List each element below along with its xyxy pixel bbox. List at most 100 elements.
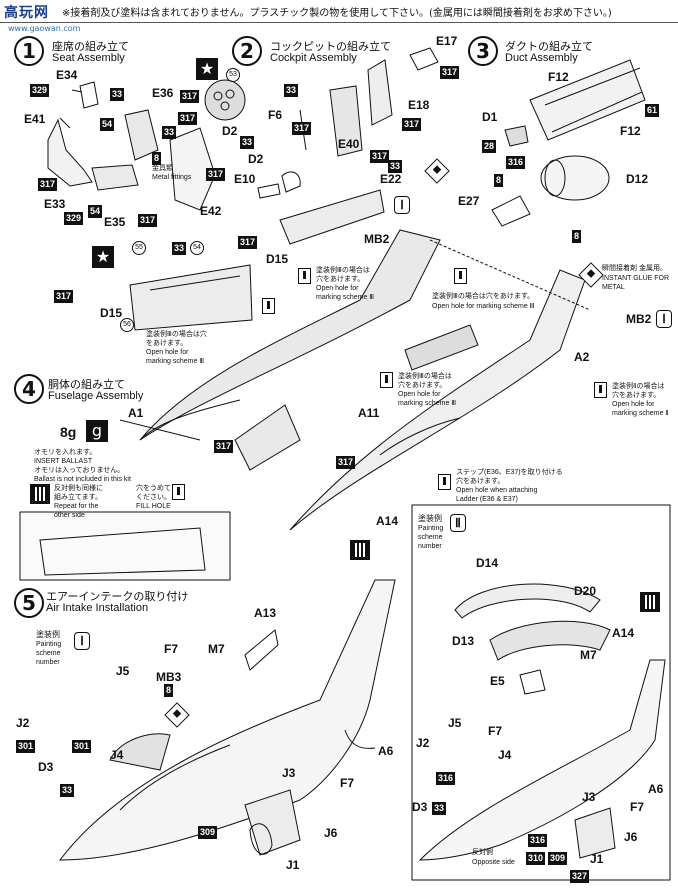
part-label: J2 <box>16 716 30 730</box>
ballast-en2: Ballast is not included in this kit <box>34 476 131 483</box>
color-code: 301 <box>16 740 36 753</box>
color-code: 316 <box>506 156 526 169</box>
aircraft-left <box>58 579 396 861</box>
part-label: J4 <box>110 748 124 762</box>
step-3-title-en: Duct Assembly <box>505 52 578 64</box>
color-code: 33 <box>284 84 299 97</box>
part-label: MB3 <box>156 670 182 684</box>
opposite-en: Opposite side <box>472 859 515 866</box>
step-1-title-en: Seat Assembly <box>52 52 125 64</box>
part-label: F7 <box>340 776 355 790</box>
opposite-jp: 反対側 <box>472 849 493 856</box>
fill-jp: 穴をうめて <box>136 485 171 492</box>
part-label: MB2 <box>626 312 652 326</box>
color-code: 317 <box>206 168 226 181</box>
part-label: D2 <box>222 124 238 138</box>
part-label: D13 <box>452 634 475 648</box>
color-code: 317 <box>180 90 200 103</box>
nozzle-e27 <box>491 195 531 227</box>
hole-icon <box>262 298 275 314</box>
color-code: 317 <box>370 150 390 163</box>
repeat-en: Repeat for the <box>54 503 99 510</box>
a13-panel <box>244 629 279 671</box>
step-4-badge: 4 <box>14 374 44 404</box>
part-label: A11 <box>358 406 380 420</box>
color-code: 33 <box>162 126 177 139</box>
part-label: J6 <box>624 830 638 844</box>
part-label: E33 <box>44 197 66 211</box>
hole-note-jp: 塗装例Ⅲの場合は穴 <box>146 331 207 338</box>
color-code: 8 <box>164 684 174 697</box>
hole-note-jp: 塗装例Ⅱの場合は <box>612 383 665 390</box>
scheme-jp: 塗装例 <box>36 630 60 639</box>
seat-inside <box>234 404 301 471</box>
part-label: E22 <box>380 172 402 186</box>
hole-icon <box>438 474 451 490</box>
color-code: 33 <box>388 160 403 173</box>
metal-glue-jp: 瞬間接着剤 金属用。 <box>602 265 667 272</box>
part-label: F12 <box>620 124 641 138</box>
step-2-title-en: Cockpit Assembly <box>270 52 357 64</box>
cockpit-tub-d15b <box>129 264 253 331</box>
color-code: 316 <box>528 834 548 847</box>
part-label: F7 <box>488 724 503 738</box>
part-label: E34 <box>56 68 78 82</box>
hole-icon <box>380 372 393 388</box>
seat-back-e36 <box>124 109 159 161</box>
color-code: 54 <box>100 118 115 131</box>
part-label: A13 <box>254 606 277 620</box>
step-1-badge: 1 <box>14 36 44 66</box>
part-label: E35 <box>104 215 126 229</box>
hole-note-en: Open hole for <box>612 401 655 408</box>
part-label: E10 <box>234 172 256 186</box>
hole-note-jp: 塗装例Ⅲの場合は <box>398 373 452 380</box>
step-4-title-jp: 胴体の組み立て <box>48 378 125 391</box>
seat-frame-e41 <box>47 118 93 187</box>
color-code: 33 <box>110 88 125 101</box>
headrest-e34 <box>79 81 99 109</box>
step-3-badge: 3 <box>468 36 498 66</box>
color-circle: 55 <box>132 241 146 255</box>
part-label: E27 <box>458 194 480 208</box>
metal-fittings-en: Metal fittings <box>152 174 192 181</box>
color-code: 33 <box>432 802 447 815</box>
color-code: 317 <box>440 66 460 79</box>
part-label: D1 <box>482 110 498 124</box>
part-label: A2 <box>574 350 590 364</box>
part-label: D12 <box>626 172 649 186</box>
color-code: 309 <box>198 826 218 839</box>
hole-icon <box>454 268 467 284</box>
part-label: MB2 <box>364 232 390 246</box>
step-5-title-en: Air Intake Installation <box>46 602 149 614</box>
watermark: www.gaowan.com <box>8 24 81 33</box>
part-label: J5 <box>448 716 462 730</box>
color-code: 317 <box>336 456 356 469</box>
scheme-en: scheme <box>418 534 443 541</box>
scheme-en: scheme <box>36 650 61 657</box>
repeat-en2: other side <box>54 512 85 519</box>
part-label: E36 <box>152 86 174 100</box>
color-code: 327 <box>570 870 590 883</box>
part-label: E41 <box>24 112 46 126</box>
scheme-en: number <box>36 659 60 666</box>
seat-pan-e35 <box>91 164 139 191</box>
ladder-note-jp: ステップ(E36、E37)を取り付ける <box>456 469 563 476</box>
color-code: 317 <box>214 440 234 453</box>
repeat-icon <box>640 592 660 612</box>
hole-note-en: marking scheme Ⅲ <box>146 358 205 365</box>
part-label: F6 <box>268 108 283 122</box>
color-code: 316 <box>436 772 456 785</box>
part-label: M7 <box>580 648 597 662</box>
ballast-jp2: オモリは入っておりません。 <box>34 467 125 474</box>
part-label: A14 <box>612 626 635 640</box>
scheme-1-icon: Ⅰ <box>74 632 90 650</box>
exhaust-d12 <box>540 155 610 201</box>
step-1-title-jp: 座席の組み立て <box>52 40 129 53</box>
part-e5 <box>519 669 546 695</box>
color-code: 28 <box>482 140 497 153</box>
color-code: 33 <box>60 784 75 797</box>
color-code: 317 <box>38 178 58 191</box>
color-code: 61 <box>645 104 660 117</box>
glue-warning: ※接着剤及び塗料は含まれておりません。プラスチック製の物を使用して下さい。(金属… <box>62 8 612 19</box>
